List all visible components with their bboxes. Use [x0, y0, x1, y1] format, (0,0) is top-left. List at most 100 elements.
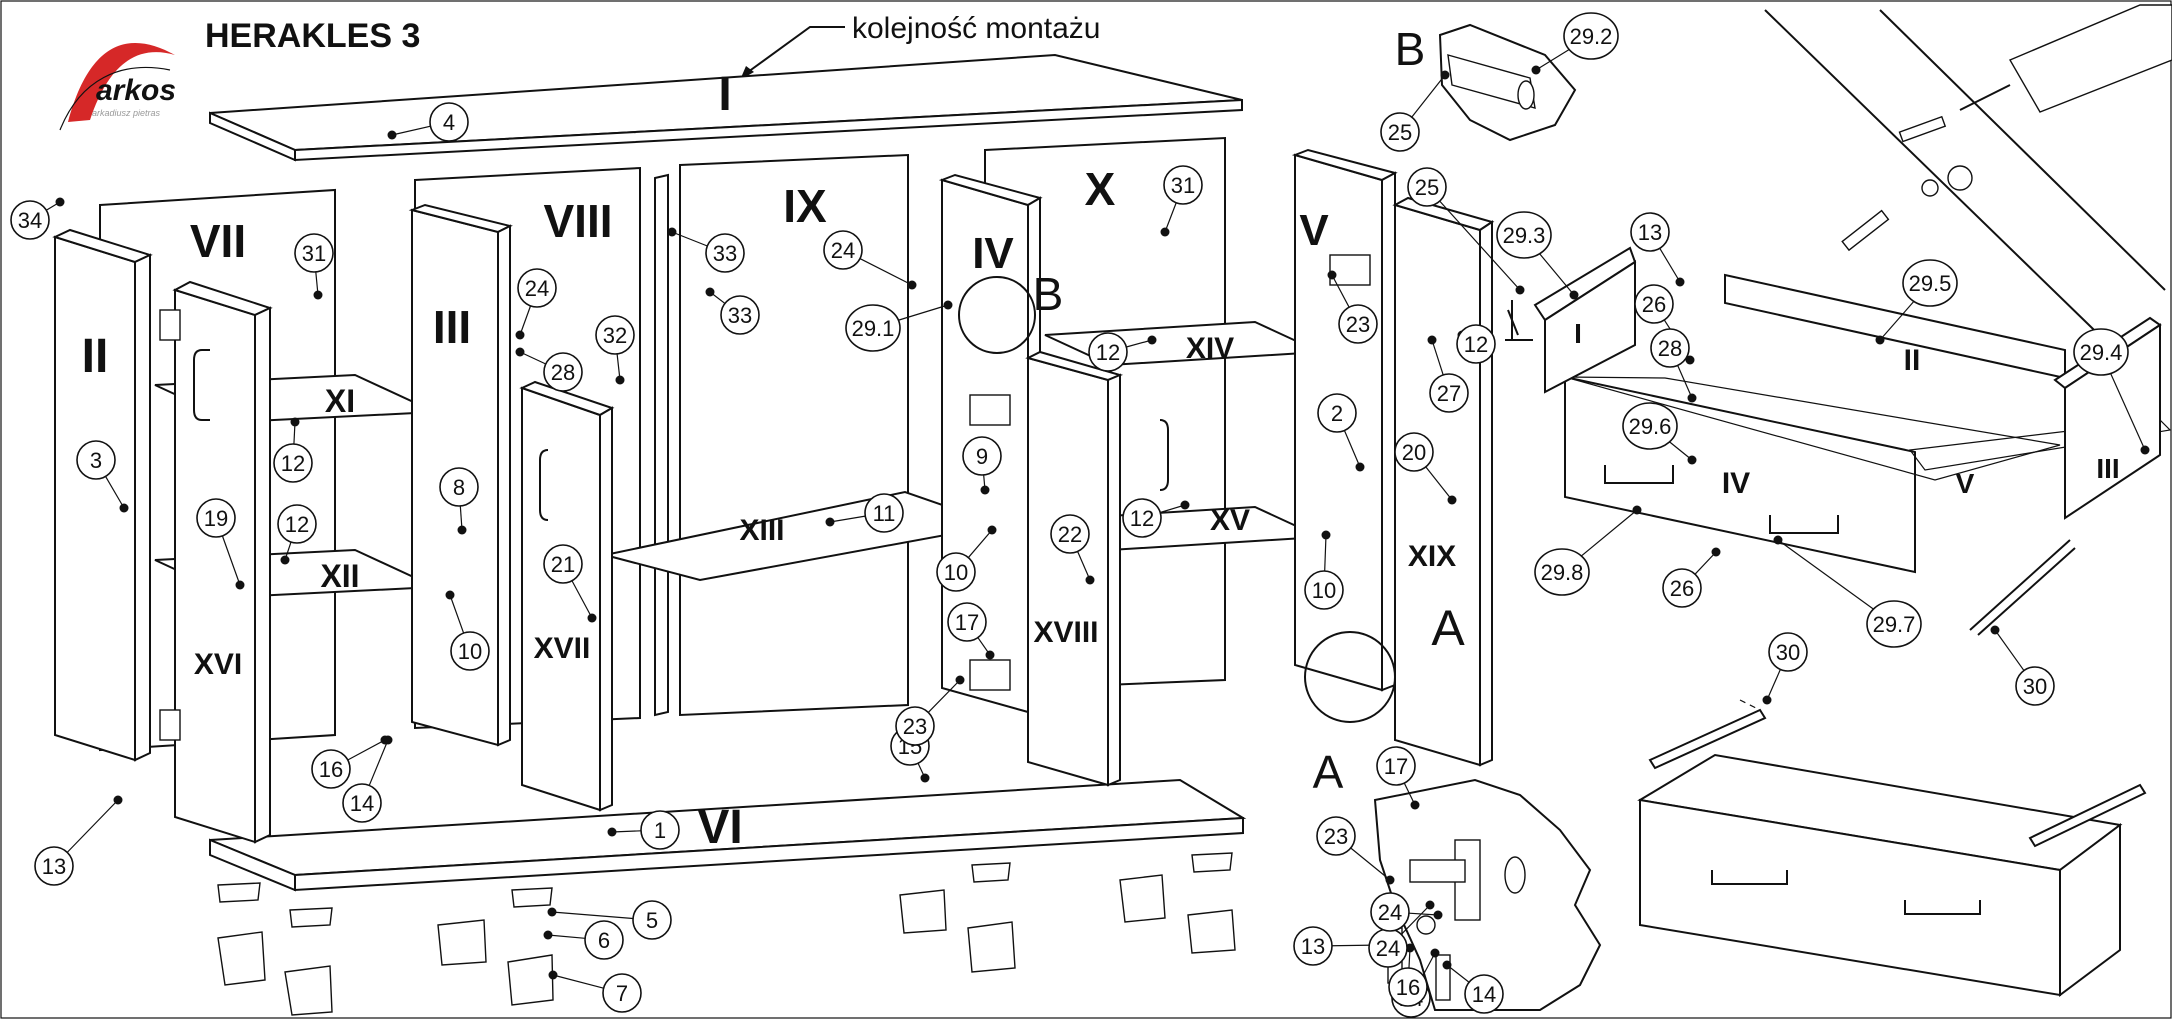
- callout-number: 12: [1096, 340, 1120, 365]
- callout-number: 12: [281, 451, 305, 476]
- callout-number: 33: [713, 241, 737, 266]
- drawer-side-i: [1544, 260, 1636, 394]
- part-callout: 32: [595, 315, 635, 385]
- callout-target: [1711, 547, 1721, 557]
- callout-bubble: [1088, 332, 1128, 372]
- callout-leader: [1343, 430, 1361, 468]
- part-callout: 16: [311, 735, 390, 789]
- panel-label: XV: [1210, 504, 1250, 537]
- callout-bubble: [595, 315, 635, 355]
- part-callout: 13: [1630, 212, 1685, 287]
- callout-bubble: [1429, 373, 1469, 413]
- panel-label: XIX: [1408, 540, 1456, 573]
- callout-bubble: [1902, 259, 1958, 307]
- callout-number: 4: [443, 110, 455, 135]
- part-callout: 10: [936, 525, 997, 592]
- callout-leader: [1994, 629, 2025, 671]
- callout-number: 10: [944, 560, 968, 585]
- part-callout: 23: [1316, 816, 1395, 885]
- callout-bubble: [602, 973, 642, 1013]
- callout-target: [943, 300, 953, 310]
- part-callout: 34: [10, 197, 65, 240]
- callout-number: 29.5: [1909, 271, 1952, 296]
- callout-target: [387, 130, 397, 140]
- callout-number: 29.8: [1541, 560, 1584, 585]
- part-callout: 2: [1317, 393, 1365, 472]
- detail-letter: A: [1431, 600, 1465, 656]
- callout-leader: [519, 305, 532, 336]
- drawer-panel-label: II: [1904, 344, 1921, 377]
- part-callout: 6: [543, 920, 624, 960]
- detail-letter: B: [1395, 23, 1426, 75]
- part-callout: 14: [1442, 960, 1504, 1014]
- drawer-assembled: [1637, 699, 2147, 997]
- door-handle: [539, 449, 549, 521]
- part-callout: 24: [823, 230, 917, 290]
- callout-number: 29.1: [852, 316, 895, 341]
- callout-bubble: [1122, 498, 1162, 538]
- callout-leader: [859, 258, 913, 286]
- callout-target: [280, 555, 290, 565]
- part-callout: 30: [1990, 625, 2055, 706]
- callout-target: [1385, 875, 1395, 885]
- part-callout: 33: [705, 287, 760, 335]
- callout-leader: [2109, 372, 2146, 451]
- callout-leader: [551, 911, 634, 920]
- callout-target: [825, 517, 835, 527]
- callout-bubble: [34, 846, 74, 886]
- callout-bubble: [1380, 112, 1420, 152]
- callout-bubble: [1316, 816, 1356, 856]
- callout-number: 12: [1130, 506, 1154, 531]
- logo-swoosh-red: [68, 42, 175, 122]
- part-callout: 31: [294, 233, 334, 300]
- callout-bubble: [1050, 514, 1090, 554]
- part-callout: 14: [342, 735, 393, 823]
- part-callout: 20: [1394, 432, 1457, 505]
- callout-target: [1433, 910, 1443, 920]
- panel-label: X: [1085, 163, 1116, 215]
- callout-bubble: [450, 631, 490, 671]
- callout-target: [2140, 445, 2150, 455]
- callout-number: 11: [873, 501, 896, 526]
- callout-number: 1: [654, 818, 666, 843]
- order-leader: [747, 26, 845, 73]
- callout-number: 23: [1324, 824, 1348, 849]
- callout-leader: [105, 476, 125, 509]
- callout-number: 14: [350, 791, 374, 816]
- part-callout: 25: [1407, 167, 1525, 295]
- callout-number: 27: [1437, 381, 1461, 406]
- callout-number: 26: [1670, 576, 1694, 601]
- part-callout: 23: [895, 675, 965, 746]
- callout-bubble: [962, 436, 1002, 476]
- callout-bubble: [342, 783, 382, 823]
- callout-number: 9: [976, 444, 988, 469]
- hinges: [159, 254, 1371, 741]
- part-callout: 25: [1380, 70, 1450, 152]
- callout-bubble: [1768, 632, 1808, 672]
- panel-label: IX: [783, 180, 827, 232]
- part-callout: 1: [607, 810, 680, 850]
- callout-leader: [552, 974, 604, 989]
- side-panel-ii: [52, 228, 153, 762]
- callout-leader: [368, 739, 389, 786]
- callout-bubble: [864, 493, 904, 533]
- callout-leader: [611, 830, 642, 833]
- callout-bubble: [720, 295, 760, 335]
- panel-label: XI: [325, 383, 355, 419]
- callout-number: 28: [551, 360, 575, 385]
- drawer-panel-label: I: [1574, 318, 1582, 349]
- callout-target: [667, 227, 677, 237]
- callout-target: [290, 417, 300, 427]
- callout-target: [1447, 495, 1457, 505]
- detail-b-marker: [958, 276, 1036, 354]
- panel-label: VI: [697, 801, 742, 854]
- callout-number: 23: [1346, 312, 1370, 337]
- callout-target: [1085, 575, 1095, 585]
- part-callout: 17: [947, 602, 995, 660]
- part-callout: 22: [1050, 514, 1095, 585]
- callout-leader: [1408, 912, 1439, 916]
- callout-number: 30: [2023, 674, 2047, 699]
- callout-bubble: [947, 602, 987, 642]
